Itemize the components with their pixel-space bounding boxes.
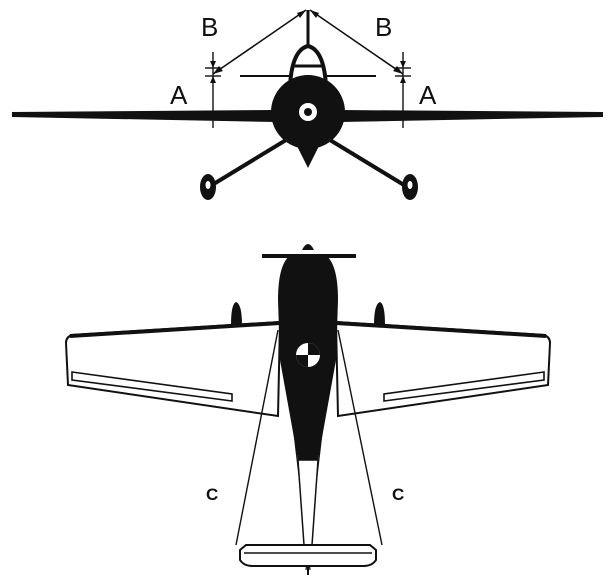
top-canopy [296, 343, 320, 367]
top-left-aileron [71, 371, 233, 402]
front-left-wing [12, 110, 279, 122]
a-left-arrow-bottom [210, 76, 216, 83]
front-left-gear-strut [210, 138, 288, 187]
c-left-measure-line [235, 329, 279, 546]
label-c-right: C [392, 485, 404, 504]
label-a-left: A [170, 80, 188, 110]
label-b-left: B [201, 12, 218, 42]
b-arrowhead-top-right [310, 10, 319, 18]
c-right-measure-line [337, 329, 383, 546]
front-left-wheel-hub [205, 181, 211, 189]
top-view: C C [64, 244, 552, 575]
a-right-arrow-bottom [400, 76, 406, 83]
top-horizontal-stabilizer [239, 544, 377, 567]
top-right-aileron [383, 371, 545, 402]
top-right-wing-pod [374, 302, 385, 325]
label-a-right: A [419, 80, 437, 110]
b-arrowhead-top-left [297, 10, 306, 18]
top-rear-fuselage [297, 459, 319, 546]
front-fuselage-bottom [294, 140, 322, 168]
front-view: B B A A [12, 9, 603, 200]
label-b-right: B [375, 12, 392, 42]
front-spinner-center [304, 108, 312, 116]
top-left-wing-pod [231, 302, 242, 325]
a-right-arrow-top [400, 61, 406, 68]
top-spinner [302, 244, 314, 250]
label-c-left: C [206, 485, 218, 504]
front-right-wheel-hub [407, 181, 413, 189]
b-left-measure-line [212, 9, 307, 75]
b-right-measure-line [309, 9, 404, 75]
a-left-arrow-top [210, 61, 216, 68]
top-right-wing-leading-edge [335, 321, 547, 338]
front-right-gear-strut [328, 138, 406, 187]
top-left-wing-leading-edge [69, 321, 281, 338]
front-right-wing [337, 110, 603, 122]
